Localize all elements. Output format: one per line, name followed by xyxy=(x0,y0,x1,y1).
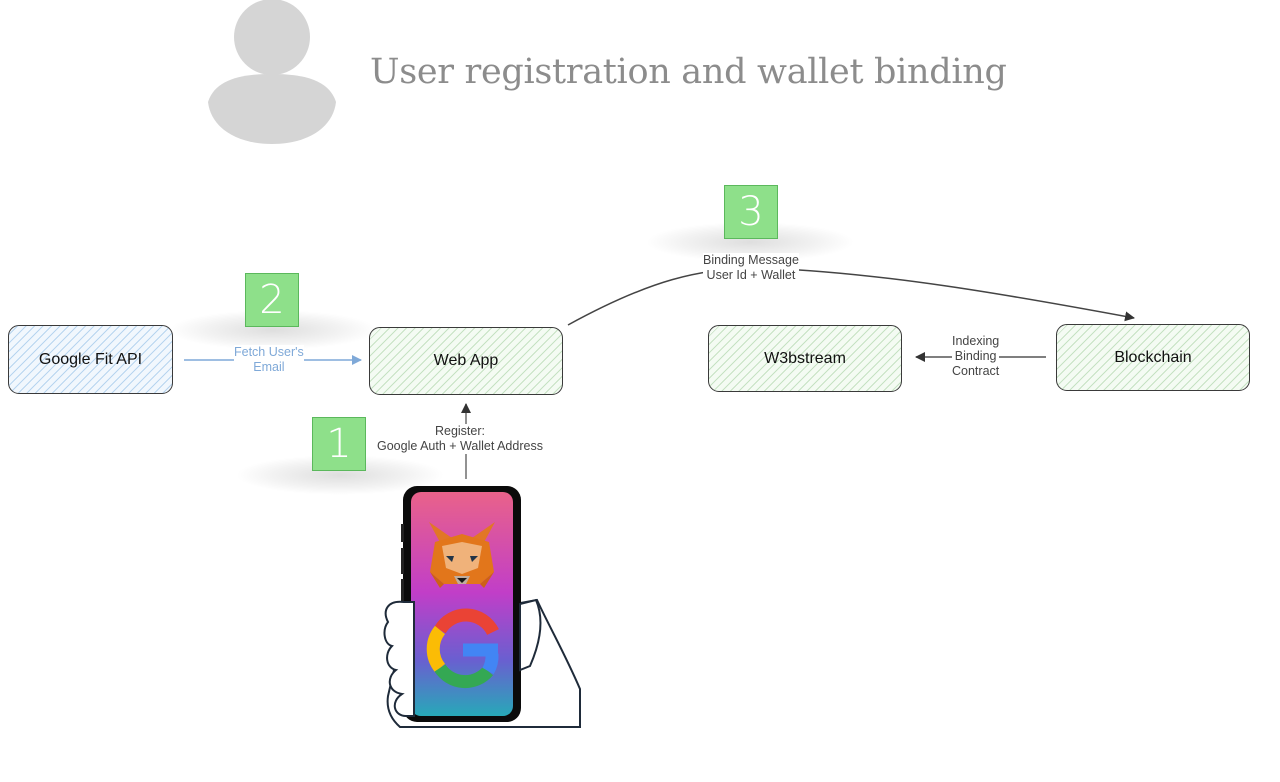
fetch-email-label-line-2: Email xyxy=(253,360,285,374)
w3bstream-node[interactable]: W3bstream xyxy=(708,325,902,392)
google-g-icon xyxy=(426,608,499,689)
hand-fingers-left xyxy=(383,600,415,717)
indexing-label-line-3: Contract xyxy=(952,364,1000,378)
indexing-label-line-2: Binding xyxy=(954,349,997,363)
google-fit-api-node[interactable]: Google Fit API xyxy=(8,325,173,394)
fetch-email-label-line-1: Fetch User's xyxy=(234,345,304,359)
register-label-line-2: Google Auth + Wallet Address xyxy=(377,439,543,453)
indexing-label: Indexing Binding Contract xyxy=(952,334,1000,379)
metamask-fox-icon xyxy=(429,522,495,588)
binding-message-arrow xyxy=(567,267,1135,326)
step-3-badge: 3 xyxy=(724,185,778,239)
binding-message-label-line-1: Binding Message xyxy=(703,253,799,267)
binding-message-label: Binding Message User Id + Wallet xyxy=(703,253,799,283)
binding-message-label-line-2: User Id + Wallet xyxy=(706,268,796,282)
register-label: Register: Google Auth + Wallet Address xyxy=(377,424,543,454)
step-1-badge: 1 xyxy=(312,417,366,471)
step-2-badge: 2 xyxy=(245,273,299,327)
fetch-email-label: Fetch User's Email xyxy=(234,345,304,375)
hand-thumb xyxy=(519,598,542,672)
smartphone-in-hand-icon xyxy=(383,486,581,728)
diagram-title: User registration and wallet binding xyxy=(370,52,1007,92)
web-app-node[interactable]: Web App xyxy=(369,327,563,395)
user-avatar-icon xyxy=(208,0,336,144)
blockchain-node[interactable]: Blockchain xyxy=(1056,324,1250,391)
indexing-label-line-1: Indexing xyxy=(952,334,1000,348)
register-label-line-1: Register: xyxy=(434,424,485,438)
